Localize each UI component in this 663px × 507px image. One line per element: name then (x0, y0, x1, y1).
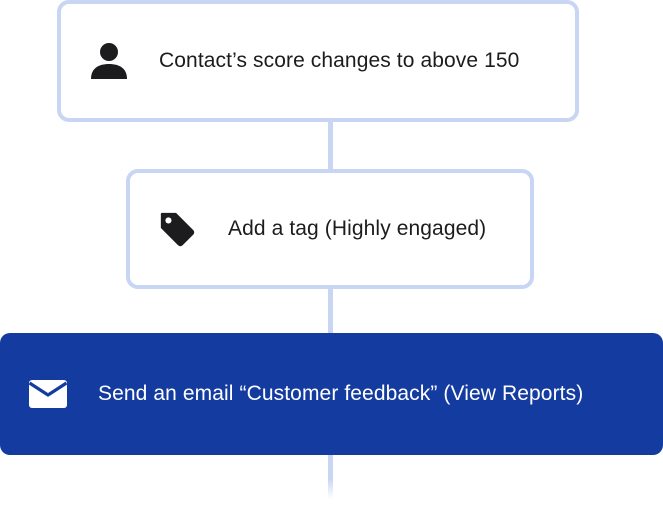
trigger-step-card[interactable]: Contact’s score changes to above 150 (57, 0, 579, 122)
envelope-icon (28, 374, 68, 414)
connector-line (328, 453, 333, 499)
connector-line (328, 285, 333, 335)
connector-line (328, 118, 333, 172)
add-tag-step-card[interactable]: Add a tag (Highly engaged) (126, 169, 534, 289)
send-email-step-label: Send an email “Customer feedback” (View … (98, 382, 584, 405)
trigger-step-label: Contact’s score changes to above 150 (159, 49, 520, 72)
tag-icon (157, 209, 197, 249)
add-tag-step-label: Add a tag (Highly engaged) (228, 217, 487, 240)
send-email-step-card[interactable]: Send an email “Customer feedback” (View … (0, 333, 663, 455)
person-icon (88, 40, 130, 82)
